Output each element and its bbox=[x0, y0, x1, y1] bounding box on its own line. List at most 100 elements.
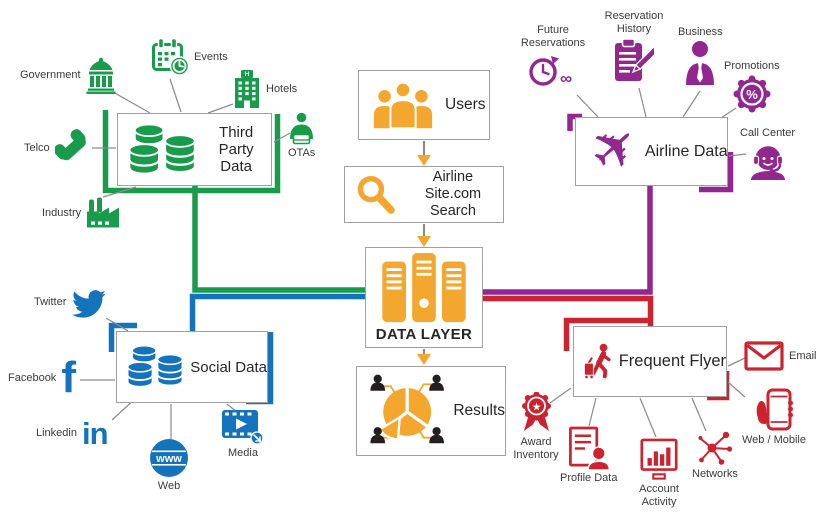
satellite-events: Events bbox=[151, 38, 228, 76]
satellite-networks: Networks bbox=[692, 430, 738, 481]
satellite-connector-lines bbox=[80, 78, 747, 440]
magnifier-icon bbox=[357, 175, 395, 214]
satellite-reservation-history: Reservation History bbox=[598, 10, 670, 82]
award-inventory-label: Award Inventory bbox=[513, 436, 559, 461]
satellite-profile-data: Profile Data bbox=[560, 426, 617, 485]
profile-data-label: Profile Data bbox=[560, 472, 618, 484]
data-layer-label: DATA LAYER bbox=[375, 325, 473, 343]
users-box: Users bbox=[358, 70, 490, 140]
award-rosette-icon: ★ bbox=[521, 392, 551, 431]
telco-label: Telco bbox=[24, 141, 50, 154]
email-label: Email bbox=[789, 349, 817, 362]
airline-site-search-label: Airline Site.com Search bbox=[424, 169, 482, 219]
call-center-label: Call Center bbox=[740, 127, 796, 139]
flow-arrows bbox=[417, 141, 431, 365]
media-label: Media bbox=[228, 447, 258, 459]
satellite-email: Email bbox=[744, 341, 817, 371]
account-activity-label: Account Activity bbox=[639, 483, 679, 508]
future-reservations-label: Future Reservations bbox=[520, 24, 586, 49]
satellite-government: Government bbox=[20, 57, 116, 94]
third-party-data-box: Third Party Data bbox=[117, 113, 272, 186]
satellite-call-center: Call Center bbox=[740, 127, 795, 180]
social-data-box: Social Data bbox=[116, 331, 268, 403]
airline-site-search-box: Airline Site.com Search bbox=[344, 166, 504, 223]
business-label: Business bbox=[678, 26, 723, 38]
frequent-flyer-box: Frequent Flyer bbox=[573, 326, 727, 397]
facebook-label: Facebook bbox=[8, 371, 57, 384]
web-label: Web bbox=[157, 480, 181, 492]
events-label: Events bbox=[194, 50, 228, 63]
clipboard-pencil-icon bbox=[615, 38, 654, 81]
pie-chart-people-icon bbox=[370, 374, 444, 444]
twitter-label: Twitter bbox=[34, 296, 67, 309]
calendar-clock-icon bbox=[152, 38, 189, 76]
satellite-twitter: Twitter bbox=[34, 287, 107, 318]
satellite-facebook: Facebook f bbox=[8, 353, 76, 402]
twitter-bird-icon bbox=[72, 290, 107, 318]
headset-agent-icon bbox=[750, 146, 785, 180]
svg-text:∞: ∞ bbox=[560, 69, 572, 88]
cluster-offset-frames bbox=[102, 110, 734, 405]
server-stack-icon bbox=[382, 252, 466, 322]
government-building-icon bbox=[86, 57, 116, 94]
main-connectors bbox=[189, 186, 654, 331]
airline-data-box: ✈ Airline Data bbox=[575, 108, 728, 188]
satellite-web-mobile: Web / Mobile bbox=[742, 388, 806, 447]
airplane-icon: ✈ bbox=[575, 108, 655, 188]
otas-label: OTAs bbox=[288, 147, 316, 159]
government-label: Government bbox=[20, 69, 81, 82]
profile-document-icon bbox=[569, 426, 610, 470]
traveler-icon bbox=[583, 343, 611, 378]
svg-text:www: www bbox=[155, 453, 182, 465]
hotel-building-icon: H bbox=[235, 70, 259, 108]
satellite-promotions: Promotions % bbox=[724, 60, 780, 113]
business-person-icon bbox=[686, 40, 715, 85]
linkedin-in-icon: in bbox=[81, 416, 109, 451]
database-icon bbox=[126, 344, 184, 390]
agent-laptop-icon bbox=[290, 112, 314, 145]
clock-infinity-icon: ∞ bbox=[529, 55, 572, 88]
facebook-f-icon: f bbox=[61, 353, 76, 402]
airline-data-title: Airline Data bbox=[644, 142, 728, 160]
www-globe-icon: www bbox=[150, 439, 188, 477]
satellite-account-activity: Account Activity bbox=[632, 438, 686, 509]
frequent-flyer-title: Frequent Flyer bbox=[618, 352, 726, 370]
data-layer-box: DATA LAYER bbox=[365, 247, 483, 348]
networks-label: Networks bbox=[692, 468, 738, 480]
network-nodes-icon bbox=[698, 431, 732, 465]
industry-label: Industry bbox=[42, 206, 82, 219]
percent-badge-icon: % bbox=[733, 75, 771, 113]
satellite-business: Business bbox=[678, 26, 723, 85]
satellite-award-inventory: ★ Award Inventory bbox=[505, 392, 567, 462]
users-group-icon bbox=[373, 81, 433, 129]
database-icon bbox=[128, 123, 196, 176]
film-player-icon bbox=[222, 410, 264, 445]
results-box: Results bbox=[356, 366, 506, 456]
third-party-data-title: Third Party Data bbox=[218, 123, 254, 176]
hotels-label: Hotels bbox=[266, 82, 298, 95]
web-mobile-label: Web / Mobile bbox=[742, 434, 806, 446]
satellite-web: www Web bbox=[149, 438, 189, 493]
svg-text:%: % bbox=[746, 87, 758, 102]
svg-text:★: ★ bbox=[531, 401, 541, 413]
promotions-label: Promotions bbox=[724, 60, 780, 72]
users-label: Users bbox=[445, 96, 486, 113]
linkedin-label: Linkedin bbox=[36, 427, 77, 440]
satellite-telco: Telco bbox=[24, 128, 91, 168]
phone-handset-icon bbox=[54, 129, 86, 161]
factory-icon bbox=[87, 197, 120, 228]
results-label: Results bbox=[453, 402, 505, 419]
satellite-industry: Industry bbox=[42, 197, 120, 229]
satellite-media: Media bbox=[222, 410, 264, 460]
satellite-linkedin: Linkedin in bbox=[36, 416, 109, 451]
satellite-hotels: H Hotels bbox=[233, 70, 297, 108]
satellite-future-reservations: Future Reservations ∞ bbox=[516, 24, 590, 90]
bar-chart-monitor-icon bbox=[640, 438, 678, 480]
reservation-history-label: Reservation History bbox=[604, 10, 664, 35]
social-data-title: Social Data bbox=[190, 358, 267, 376]
svg-text:H: H bbox=[245, 71, 250, 78]
hand-phone-icon bbox=[756, 388, 793, 431]
satellite-otas: OTAs bbox=[288, 112, 315, 160]
